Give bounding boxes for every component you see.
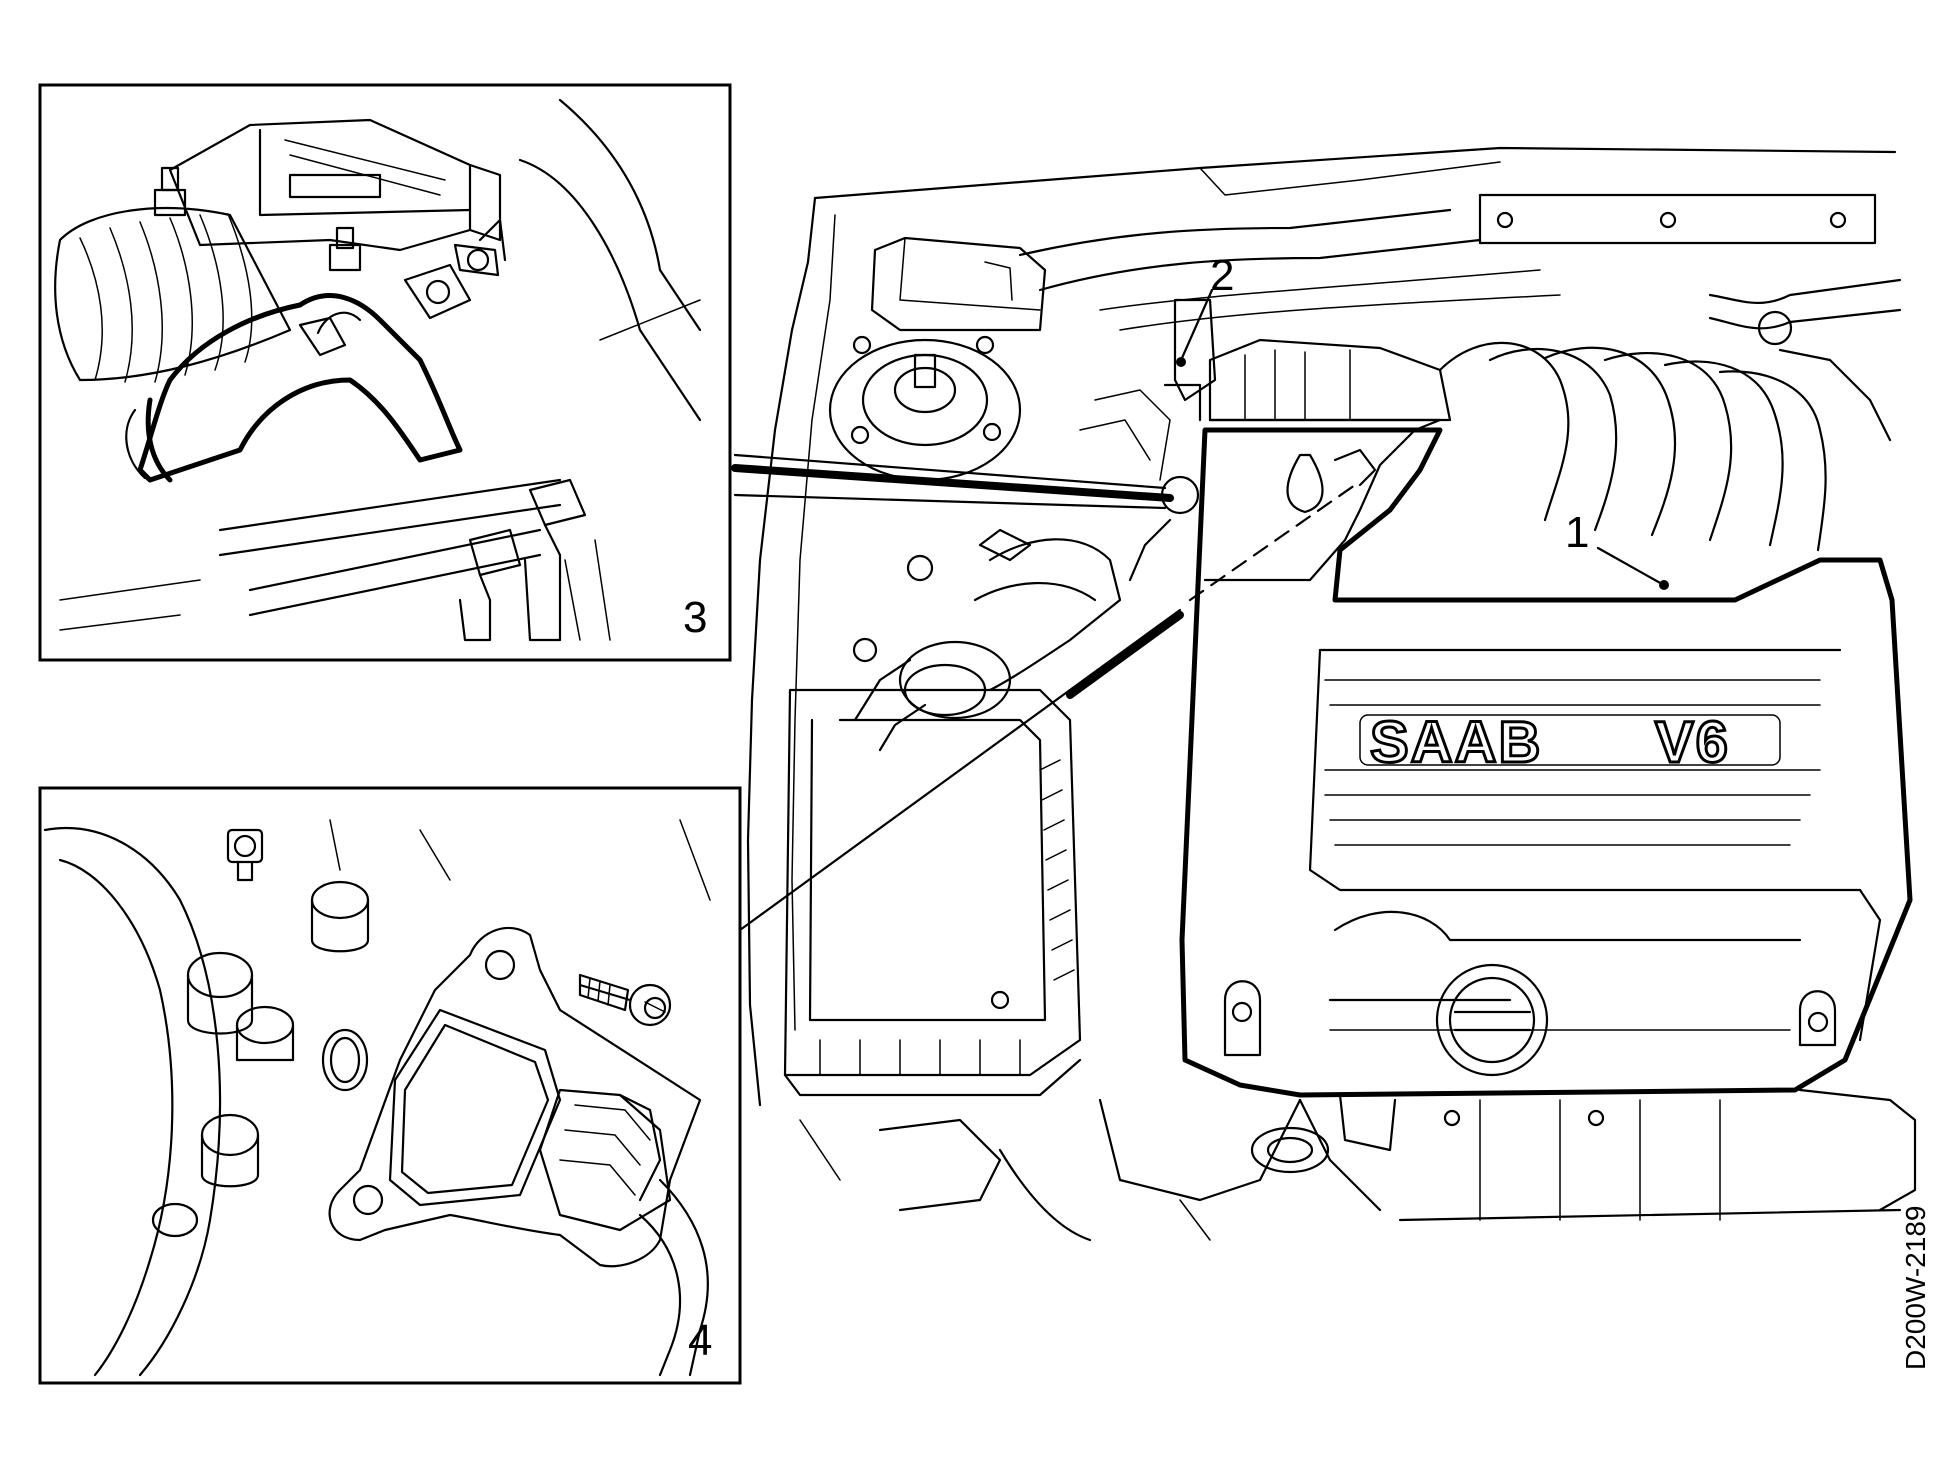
leader-lines xyxy=(731,288,1669,932)
engine-bay-view: SAAB V6 xyxy=(746,146,1917,1242)
inset-panel-3: 3 xyxy=(38,83,732,662)
model-logo-text: V6 xyxy=(1655,710,1730,775)
callout-3-label: 3 xyxy=(683,593,707,642)
callout-1-label: 1 xyxy=(1565,508,1589,557)
brand-logo-text: SAAB xyxy=(1370,710,1542,775)
inset-panel-4: 4 xyxy=(38,786,742,1385)
callout-2-label: 2 xyxy=(1210,251,1234,300)
figure-code: D200W-2189 xyxy=(1900,1206,1931,1370)
callout-4-label: 4 xyxy=(688,1316,712,1365)
